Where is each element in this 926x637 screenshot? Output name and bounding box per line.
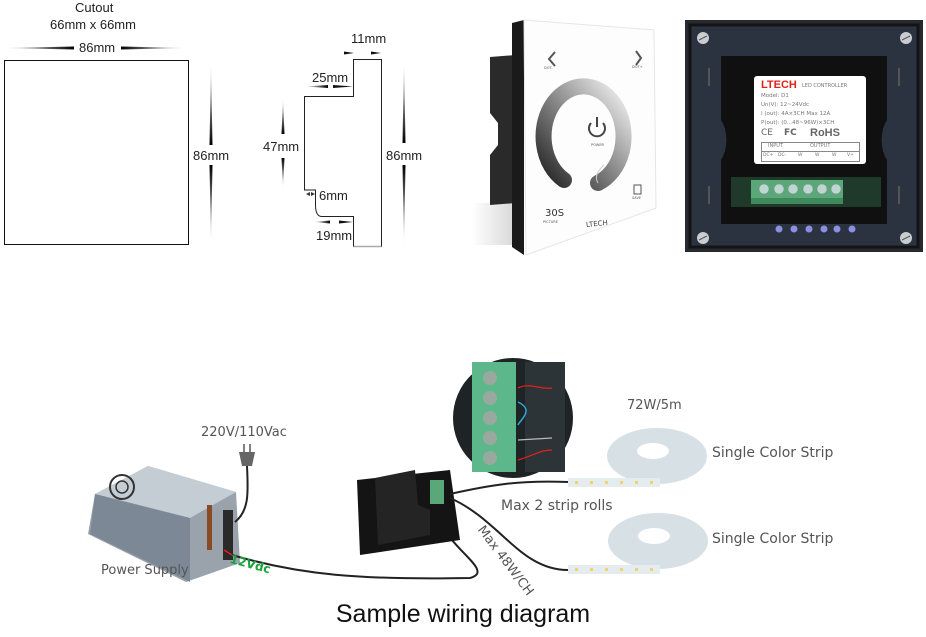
spec-label: LTECH LED CONTROLLER Model: D1 Un(V): 12… (754, 76, 866, 164)
side-step-depth-label: 25mm (312, 70, 349, 85)
mains-voltage-label: 220V/110Vac (201, 425, 287, 440)
cutout-outline (4, 60, 189, 245)
screw-icon (900, 32, 912, 44)
panel-power-label: POWER (591, 143, 604, 147)
spec-voltage: Un(V): 12~24Vdc (761, 102, 810, 108)
power-supply-label: Power Supply (101, 563, 189, 578)
cutout-size: 66mm x 66mm (50, 17, 136, 32)
terminal-zoom-callout (453, 358, 573, 478)
led-strip-roll (568, 428, 707, 487)
strip-power-label: 72W/5m (627, 398, 682, 413)
chevron-left-icon (547, 51, 556, 67)
panel-dot-minus: DOT- (544, 66, 553, 70)
max-rolls-label: Max 2 strip rolls (501, 498, 613, 514)
strip-1-label: Single Color Strip (712, 445, 834, 461)
mains-plug-icon (234, 444, 255, 523)
cert-ce-icon: CE (761, 128, 773, 138)
side-body-height-label: 47mm (263, 139, 300, 154)
save-icon (633, 184, 642, 195)
spec-product-type: LED CONTROLLER (802, 83, 848, 89)
front-width-label: 86mm (79, 40, 116, 55)
screw-icon (900, 232, 912, 244)
panel-timer-sub: PICTURE (543, 220, 558, 224)
controller-box (357, 470, 460, 555)
power-supply (88, 466, 240, 582)
screw-icon (697, 32, 709, 44)
cutout-title: Cutout (75, 0, 114, 15)
spec-brand: LTECH (761, 79, 797, 91)
touch-panel-front (472, 19, 657, 256)
strip-2-label: Single Color Strip (712, 531, 834, 547)
panel-timer-label: 30S (545, 208, 565, 219)
spec-model: Model: D1 (761, 93, 789, 99)
panel-dot-plus: DOT+ (632, 65, 643, 69)
side-radius-label: 6mm (319, 188, 348, 203)
screw-icon (697, 232, 709, 244)
side-top-depth-label: 11mm (351, 31, 387, 46)
front-height-label: 86mm (193, 148, 230, 163)
terminal-table: INPUT OUTPUT DC+ DC- W W W V+ (761, 142, 860, 162)
chevron-right-icon (635, 50, 643, 66)
side-profile (304, 59, 382, 247)
side-total-height-label: 86mm (386, 148, 423, 163)
spec-current: I (out): 4A×3CH Max 12A (761, 111, 831, 117)
touch-ring (535, 78, 632, 191)
led-strip-roll (568, 513, 708, 574)
cert-rohs-icon: RoHS (810, 127, 840, 139)
cert-fc-icon: FC (784, 128, 797, 138)
side-bottom-depth-label: 19mm (316, 228, 353, 243)
panel-save-label: SAVE (632, 196, 642, 200)
power-icon (588, 117, 606, 138)
spec-power: P(out): (0...48~96W)×3CH (761, 120, 835, 126)
diagram-caption: Sample wiring diagram (335, 600, 591, 628)
